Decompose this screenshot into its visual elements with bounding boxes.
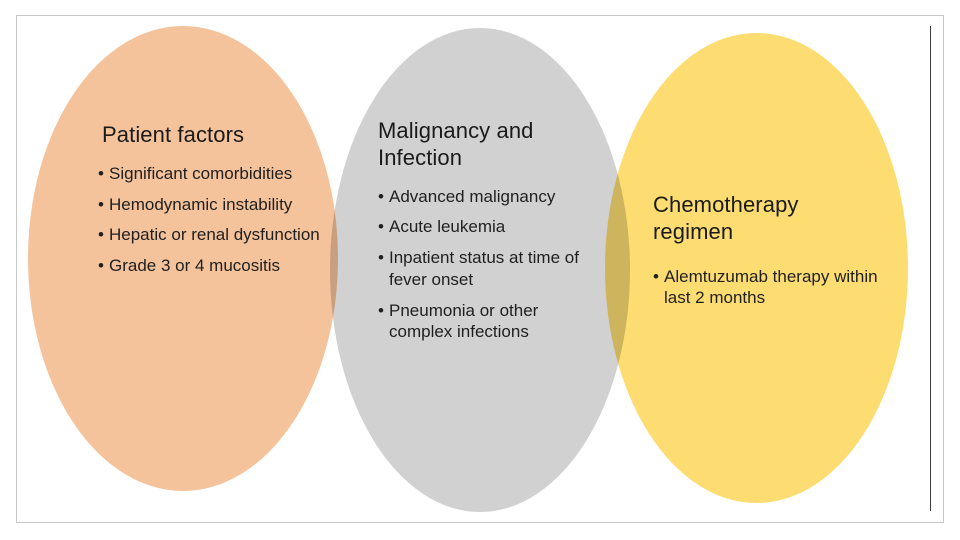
- bullet-icon: •: [653, 266, 659, 286]
- bullet-icon: •: [378, 186, 384, 206]
- bullet-icon: •: [378, 217, 384, 237]
- list-item-label: Acute leukemia: [389, 217, 506, 237]
- group-malignancy-and-infection: Malignancy and Infection •Advanced malig…: [378, 118, 593, 352]
- list-item-label: Inpatient status at time of fever onset: [389, 248, 579, 289]
- bullet-icon: •: [378, 300, 384, 320]
- ellipse-malignancy-and-infection[interactable]: [330, 28, 630, 512]
- list-item: •Inpatient status at time of fever onset: [378, 247, 593, 291]
- list-item-label: Alemtuzumab therapy within last 2 months: [664, 266, 878, 308]
- list-item: •Advanced malignancy: [378, 186, 593, 208]
- list-item-label: Hemodynamic instability: [109, 194, 293, 214]
- group-patient-factors: Patient factors •Significant comorbiditi…: [98, 122, 323, 286]
- list-item-label: Significant comorbidities: [109, 163, 293, 183]
- ellipse-chemotherapy-regimen[interactable]: [605, 33, 908, 503]
- list-item: •Significant comorbidities: [98, 163, 323, 185]
- group-title-malignancy-and-infection: Malignancy and Infection: [378, 118, 534, 170]
- group-title-chemotherapy-regimen: Chemotherapy regimen: [653, 192, 799, 244]
- bullet-icon: •: [378, 248, 384, 268]
- bullet-icon: •: [98, 256, 104, 276]
- list-item: •Pneumonia or other complex infections: [378, 300, 593, 344]
- bullet-list-chemotherapy-regimen: •Alemtuzumab therapy within last 2 month…: [653, 266, 878, 310]
- list-item: •Alemtuzumab therapy within last 2 month…: [653, 266, 878, 310]
- list-item: •Hepatic or renal dysfunction: [98, 224, 323, 246]
- list-item: •Hemodynamic instability: [98, 194, 323, 216]
- list-item-label: Grade 3 or 4 mucositis: [109, 256, 281, 276]
- list-item-label: Pneumonia or other complex infections: [389, 300, 539, 342]
- bullet-icon: •: [98, 163, 104, 183]
- bullet-icon: •: [98, 225, 104, 245]
- group-chemotherapy-regimen: Chemotherapy regimen •Alemtuzumab therap…: [653, 192, 878, 315]
- list-item-label: Advanced malignancy: [389, 186, 556, 206]
- group-title-patient-factors: Patient factors: [102, 122, 245, 147]
- ellipse-patient-factors[interactable]: [28, 26, 338, 491]
- bullet-list-patient-factors: •Significant comorbidities •Hemodynamic …: [98, 163, 323, 277]
- right-vertical-rule: [930, 26, 931, 511]
- list-item: •Acute leukemia: [378, 216, 593, 238]
- list-item-label: Hepatic or renal dysfunction: [109, 225, 320, 245]
- bullet-icon: •: [98, 194, 104, 214]
- bullet-list-malignancy-and-infection: •Advanced malignancy •Acute leukemia •In…: [378, 186, 593, 344]
- list-item: •Grade 3 or 4 mucositis: [98, 255, 323, 277]
